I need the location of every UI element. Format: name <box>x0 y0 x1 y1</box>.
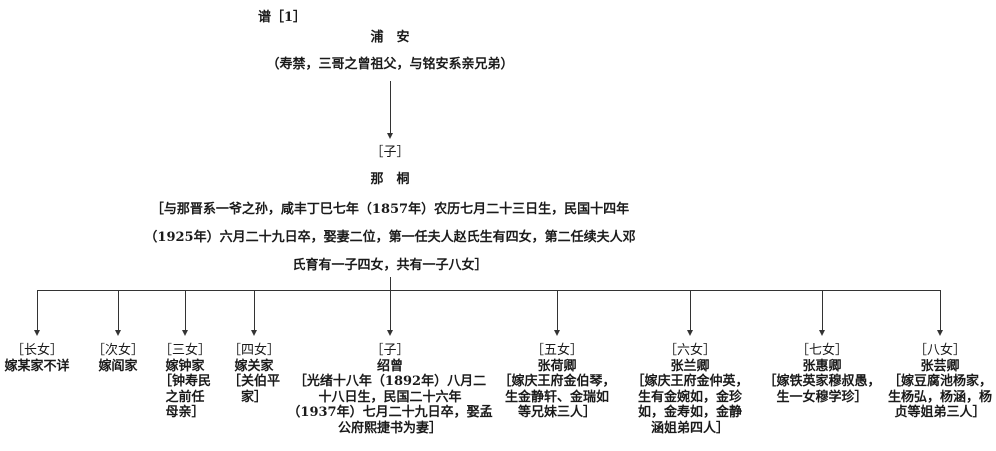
child-note-line: 母亲］ <box>165 405 205 420</box>
arrow-icon <box>115 330 121 336</box>
child-name: 嫁某家不详 <box>4 358 70 374</box>
connector-line <box>390 81 391 133</box>
arrow-icon <box>387 330 393 336</box>
child-relation: ［八女］ <box>913 343 967 358</box>
child-note-line: 生有金婉如，金珍 <box>637 389 743 405</box>
child-relation: ［次女］ <box>91 343 145 358</box>
child-note-line: ［嫁庆王府金伯琴， <box>498 374 616 389</box>
son-relation: ［子］ <box>370 145 410 160</box>
child-node: ［六女］张兰卿［嫁庆王府金仲英，生有金婉如，金珍如，金寿如，金静涵姐弟四人］ <box>631 343 748 436</box>
child-node: ［四女］嫁关家［关伯平家］ <box>228 343 280 405</box>
child-name: 张兰卿 <box>670 358 710 374</box>
child-note-line: ［光绪十八年（1892年）八月二 <box>293 374 487 389</box>
child-name: 张芸卿 <box>920 358 960 374</box>
child-relation: ［子］ <box>370 343 410 358</box>
connector-line <box>390 290 391 330</box>
root-name: 浦 安 <box>370 30 410 45</box>
child-name: 嫁阎家 <box>98 358 138 374</box>
child-note-line: ［钟寿民 <box>158 374 212 389</box>
son-name: 那 桐 <box>370 172 410 187</box>
arrow-icon <box>387 133 393 139</box>
connector-line <box>37 290 38 330</box>
child-relation: ［七女］ <box>795 343 849 358</box>
child-note-line: 贞等姐弟三人］ <box>894 405 986 420</box>
child-name: 绍曾 <box>376 358 403 374</box>
arrow-icon <box>554 330 560 336</box>
child-note-line: ［嫁豆腐池杨家， <box>887 374 993 389</box>
connector-line <box>390 277 391 290</box>
child-relation: ［四女］ <box>227 343 281 358</box>
child-note-line: 之前任 <box>165 389 205 405</box>
root-note: （寿禁，三哥之曾祖父，与铭安系亲兄弟） <box>266 57 514 72</box>
child-node: ［七女］张惠卿［嫁铁英家穆叔愚，生一女穆学珍］ <box>763 343 880 405</box>
child-note-line: 生金静轩、金瑞如 <box>504 389 610 405</box>
child-relation: ［六女］ <box>663 343 717 358</box>
arrow-icon <box>937 330 943 336</box>
son-note-line: 氏育有一子四女，共有一子八女］ <box>292 258 488 273</box>
arrow-icon <box>34 330 40 336</box>
child-note-line: 十八日生，民国二十六年 <box>318 389 462 405</box>
child-note-line: ［嫁庆王府金仲英， <box>631 374 749 389</box>
child-node: ［八女］张芸卿［嫁豆腐池杨家，生杨弘，杨涵，杨贞等姐弟三人］ <box>888 343 992 421</box>
arrow-icon <box>819 330 825 336</box>
child-node: ［次女］嫁阎家 <box>92 343 144 374</box>
son-note-line: （1925年）六月二十九日卒，娶妻二位，第一任夫人赵氏生有四女，第二任续夫人邓 <box>144 230 636 245</box>
connector-line <box>822 290 823 330</box>
child-name: 张惠卿 <box>802 358 842 374</box>
connector-line <box>118 290 119 330</box>
child-note-line: 生杨弘，杨涵，杨 <box>887 389 993 405</box>
child-relation: ［三女］ <box>158 343 212 358</box>
son-note-line: ［与那晋系一爷之孙，咸丰丁巳七年（1857年）农历七月二十三日生，民国十四年 <box>150 202 630 217</box>
connector-line <box>185 290 186 330</box>
child-name: 嫁关家 <box>234 358 274 374</box>
child-note-line: 家］ <box>240 389 268 405</box>
child-note-line: （1937年）七月二十九日卒，娶孟 <box>287 405 493 420</box>
child-note-line: 涵姐弟四人］ <box>650 420 730 436</box>
chart-label: 谱［1］ <box>258 10 307 25</box>
child-note-line: 等兄妹三人］ <box>517 405 597 420</box>
connector-line <box>940 290 941 330</box>
child-note-line: 生一女穆学珍］ <box>776 389 868 405</box>
child-relation: ［长女］ <box>10 343 64 358</box>
sibling-bar <box>37 290 941 291</box>
child-name: 嫁钟家 <box>165 358 205 374</box>
child-note-line: 公府熙捷书为妻］ <box>337 420 442 436</box>
child-node: ［子］绍曾［光绪十八年（1892年）八月二十八日生，民国二十六年（1937年）七… <box>287 343 492 436</box>
child-node: ［三女］嫁钟家［钟寿民之前任母亲］ <box>159 343 211 421</box>
child-node: ［五女］张荷卿［嫁庆王府金伯琴，生金静轩、金瑞如等兄妹三人］ <box>498 343 615 421</box>
connector-line <box>254 290 255 330</box>
child-note-line: ［关伯平 <box>227 374 281 389</box>
child-node: ［长女］嫁某家不详 <box>4 343 69 374</box>
arrow-icon <box>182 330 188 336</box>
connector-line <box>690 290 691 330</box>
arrow-icon <box>251 330 257 336</box>
child-note-line: ［嫁铁英家穆叔愚， <box>763 374 881 389</box>
arrow-icon <box>687 330 693 336</box>
connector-line <box>557 290 558 330</box>
child-relation: ［五女］ <box>530 343 584 358</box>
child-name: 张荷卿 <box>537 358 577 374</box>
child-note-line: 如，金寿如，金静 <box>637 405 743 420</box>
